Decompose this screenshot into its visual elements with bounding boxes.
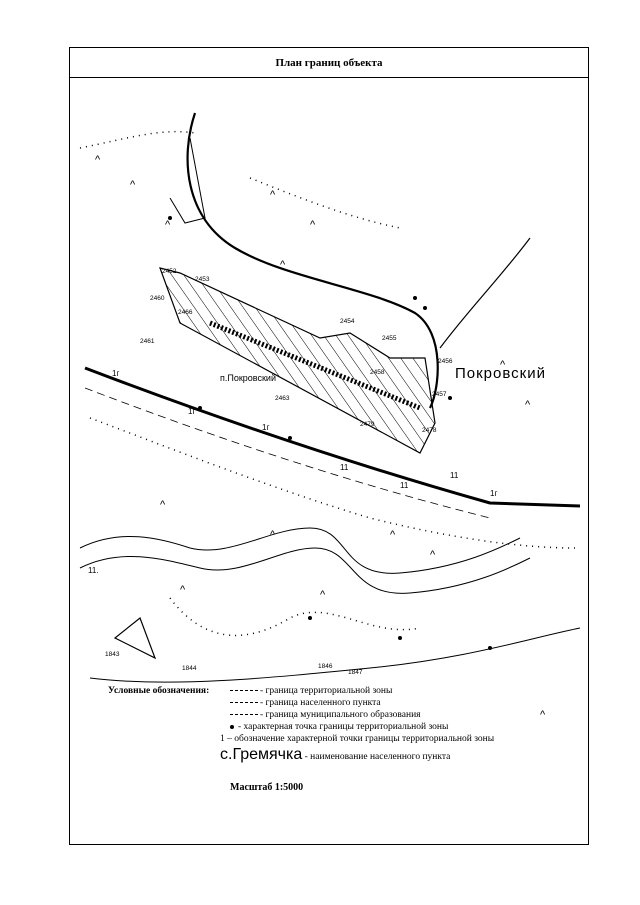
point-number: 2478	[422, 427, 437, 434]
point-number: 2456	[438, 358, 453, 365]
svg-text:^: ^	[525, 399, 531, 411]
svg-text:^: ^	[540, 709, 546, 721]
svg-text:^: ^	[160, 499, 166, 511]
zone-labels: 1г 1г 1г 11 11 11. 1г 11	[88, 369, 497, 575]
dashed-line-symbol	[230, 690, 258, 692]
svg-text:^: ^	[430, 549, 436, 561]
dashed-line-symbol	[230, 714, 258, 716]
dotted-boundary	[79, 130, 196, 149]
dotted-boundary	[89, 417, 576, 549]
point-number: 2466	[178, 309, 193, 316]
legend-item: - граница территориальной зоны	[230, 686, 392, 696]
svg-text:^: ^	[270, 529, 276, 541]
place-example: с.Гремячка	[220, 746, 303, 763]
point-number: 2460	[150, 295, 165, 302]
triangle-plot	[113, 617, 157, 660]
svg-text:^: ^	[500, 359, 506, 371]
inner-strip	[209, 320, 421, 411]
boundary-map: ^ ^ ^ ^ ^ ^ ^ ^ ^ ^ ^ ^ ^ ^ ^ 2452 2453 2460 2466 …	[79, 112, 581, 721]
legend-item: с.Гремячка - наименование населенного пу…	[220, 746, 450, 764]
point-number-labels: 2452 2453 2460 2466 2461 2454 2455 2456 …	[105, 268, 453, 676]
zone-label: 1г	[188, 407, 195, 416]
legend-item: 1 – обозначение характерной точки границ…	[220, 734, 495, 744]
river-bank-top	[79, 527, 521, 574]
main-road	[84, 366, 581, 508]
point-number: 2457	[432, 391, 447, 398]
legend-heading: Условные обозначения:	[108, 686, 210, 696]
map-frame: План границ объекта ^ ^ ^ ^ ^ ^	[69, 47, 589, 845]
point-number: 2479	[360, 421, 375, 428]
point-number: 1843	[105, 651, 120, 658]
point-number: 1844	[182, 665, 197, 672]
svg-text:^: ^	[320, 589, 326, 601]
zone-label: 11	[340, 463, 349, 472]
stream-line	[89, 627, 581, 683]
svg-text:^: ^	[95, 154, 101, 166]
svg-text:^: ^	[180, 584, 186, 596]
legend-item: - граница населенного пункта	[230, 698, 381, 708]
terrain-symbols: ^ ^ ^ ^ ^ ^ ^ ^ ^ ^ ^ ^ ^ ^ ^	[95, 154, 546, 721]
point-number: 2455	[382, 335, 397, 342]
svg-text:^: ^	[280, 259, 286, 271]
path-line	[169, 137, 206, 224]
road-line	[186, 112, 439, 409]
svg-text:^: ^	[270, 189, 276, 201]
legend-item: - характерная точка границы территориаль…	[230, 722, 448, 732]
zone-label: 1г	[262, 423, 269, 432]
zone-label: 11	[450, 471, 459, 480]
place-label-small: п.Покровский	[220, 373, 276, 383]
svg-text:^: ^	[390, 529, 396, 541]
river-bank-bottom	[79, 547, 531, 594]
place-example-text: - наименование населенного пункта	[304, 752, 451, 762]
zone-label: 1г	[112, 369, 119, 378]
dotted-boundary	[249, 177, 401, 229]
point-number: 2458	[370, 369, 385, 376]
point-markers	[168, 216, 492, 650]
zone-label: 1г	[490, 489, 497, 498]
zone-label: 11.	[88, 566, 99, 575]
legend-item: - граница муниципального образования	[230, 710, 421, 720]
road-branch	[439, 237, 531, 349]
scale-label: Масштаб 1:5000	[230, 782, 304, 793]
point-number: 1847	[348, 669, 363, 676]
point-number: 2452	[162, 268, 177, 275]
svg-text:^: ^	[130, 179, 136, 191]
zone-label: 11	[400, 481, 409, 490]
point-number: 2463	[275, 395, 290, 402]
point-number: 1846	[318, 663, 333, 670]
place-label-main: Покровский	[455, 365, 546, 382]
point-number: 2454	[340, 318, 355, 325]
point-symbol	[230, 724, 234, 729]
point-number: 2453	[195, 276, 210, 283]
map-title: План границ объекта	[70, 48, 588, 78]
svg-text:^: ^	[165, 219, 171, 231]
dashed-line-symbol	[230, 702, 258, 704]
dotted-boundary	[169, 597, 421, 637]
svg-text:^: ^	[310, 219, 316, 231]
point-number: 2461	[140, 338, 155, 345]
zone-polygon	[159, 267, 436, 454]
